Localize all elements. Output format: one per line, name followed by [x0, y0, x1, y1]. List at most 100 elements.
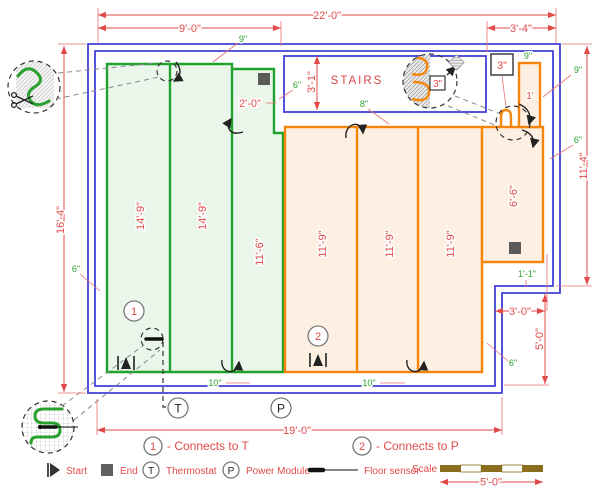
channel-width-label: 3"	[497, 60, 507, 72]
gap-pillar-right: 9"	[574, 65, 582, 75]
zone1-outline	[105, 62, 285, 374]
stairs-enclosure	[283, 55, 487, 113]
zone2-right-strip	[480, 125, 545, 264]
cut-piece-icon	[448, 54, 465, 71]
stairs-edge-detail-bubble: 3"	[402, 53, 499, 127]
sensor-to-thermostat-link	[162, 342, 168, 408]
cable-loop-icon	[156, 60, 178, 82]
dim-total-width: 22'-0"	[313, 10, 341, 22]
cable-direction-arrows	[156, 60, 429, 373]
note2-text: - Connects to P	[376, 439, 459, 453]
scale-length-label: 5'-0"	[480, 477, 502, 489]
wall-inner	[94, 50, 554, 387]
wall-outer	[87, 43, 561, 394]
gap-zone1-bottom: 10"	[208, 378, 221, 388]
device-markers: T P	[167, 397, 292, 419]
gap-notch: 6"	[509, 358, 517, 368]
dim-height-right: 11'-4"	[578, 152, 590, 179]
legend-thermostat-letter: T	[148, 466, 154, 477]
dim-notch-width: 3'-0"	[509, 306, 531, 318]
note2-badge	[352, 436, 372, 456]
zone2-strip5-length: 1'	[526, 91, 534, 102]
note2-number: 2	[359, 441, 365, 453]
detail-leader	[57, 62, 158, 74]
dim-stairs-depth: 3'-1"	[306, 71, 318, 93]
gap-stairs: 8"	[360, 99, 368, 109]
gap-green-right: 6"	[293, 80, 301, 90]
zone2-strip4-length: 6'-6"	[508, 185, 520, 207]
detail-3in-box	[429, 75, 446, 91]
scale-bar	[440, 464, 543, 473]
thermostat-marker	[167, 397, 189, 419]
zone2-strip2-length: 11'-9"	[384, 230, 396, 257]
zone1-strip1-length: 14'-9"	[135, 202, 147, 230]
note1-text: - Connects to T	[167, 439, 249, 453]
legend-power-letter: P	[228, 466, 235, 477]
dim-notch-height: 5'-0"	[534, 328, 546, 350]
cable-arrow	[221, 359, 244, 373]
note1-number: 1	[150, 441, 156, 453]
zone2-start-marker	[309, 353, 327, 367]
offset-labels: 9" 6" 6" 8" 9" 9" 6" 1'-1" 6" 10" 10"	[70, 33, 583, 390]
zone2-cable-channel	[499, 108, 513, 127]
detail-leader	[73, 349, 161, 421]
cut-mat-detail-bubble	[7, 60, 160, 114]
zone1-number: 1	[131, 306, 137, 318]
power-module-marker	[270, 397, 292, 419]
legend-power-label: Power Module	[246, 466, 310, 477]
cable-arrow	[521, 129, 540, 149]
zone2-heating-mat: 11'-9" 11'-9" 11'-9" 6'-6" 1' 2	[283, 61, 545, 374]
zone2-strip1-length: 11'-9"	[317, 230, 329, 257]
cut-direction-arrow	[445, 66, 456, 77]
zone2-number-badge	[307, 325, 329, 347]
cable-arrow	[345, 123, 368, 139]
gap-left: 6"	[72, 264, 80, 274]
detail-leader	[61, 344, 145, 407]
gap-zone2-bottom: 10"	[362, 378, 375, 388]
dimension-extension-lines	[58, 8, 592, 435]
dimension-lines: 22'-0" 9'-0" 3'-4" 16'-4" 11'-4" 3'-1" 1…	[54, 9, 592, 439]
detail-leader	[447, 105, 498, 127]
zone1-end-marker	[258, 73, 270, 85]
thermostat-icon	[142, 461, 160, 479]
legend-scale-label: Scale	[412, 464, 437, 475]
power-module-letter: P	[277, 402, 285, 416]
cable-channel-detail-bubble	[495, 103, 540, 149]
connection-notes: 1 - Connects to T 2 - Connects to P	[143, 436, 459, 456]
start-icon	[47, 463, 60, 477]
legend-floor-sensor-label: Floor sensor	[364, 466, 420, 477]
zone1-start-marker	[117, 356, 135, 370]
zone1-heating-mat: 14'-9" 14'-9" 11'-6" 2'-0" 1	[105, 62, 285, 408]
stairs-label: STAIRS	[331, 75, 384, 87]
cable-arrow	[172, 61, 184, 82]
note1-badge	[143, 436, 163, 456]
dim-bottom-width: 19'-0"	[283, 425, 311, 437]
zone1-floor-sensor	[140, 327, 164, 351]
legend-end-label: End	[120, 466, 138, 477]
cable-arrow	[406, 359, 429, 373]
dim-height-left: 16'-4"	[55, 206, 67, 234]
end-icon	[101, 464, 113, 476]
sensor-mat-detail-bubble	[21, 344, 161, 454]
cable-arrow	[222, 117, 244, 134]
channel-width-callout: 3"	[490, 53, 514, 108]
zone2-end-marker	[509, 242, 521, 254]
zone1-strip3-length: 11'-6"	[254, 238, 266, 265]
gap-strip-bottom: 1'-1"	[518, 269, 536, 279]
legend-thermostat-label: Thermostat	[166, 466, 217, 477]
legend: Start End T Thermostat P Power Module Fl…	[47, 461, 543, 490]
zone2-strip3-length: 11'-9"	[445, 230, 457, 257]
dim-width-left: 9'-0"	[179, 23, 201, 35]
cable-arrow	[518, 103, 537, 126]
legend-start-label: Start	[66, 466, 87, 477]
gap-right: 6"	[574, 135, 582, 145]
zone2-number: 2	[315, 331, 321, 343]
dim-width-right: 3'-4"	[510, 23, 532, 35]
gap-top: 9"	[239, 34, 247, 44]
thermostat-letter: T	[174, 402, 182, 416]
gap-pillar-top: 9"	[524, 51, 532, 61]
zone1-number-badge	[123, 300, 145, 322]
zone1-strip2-length: 14'-9"	[197, 202, 209, 230]
callout-leader	[501, 75, 507, 108]
